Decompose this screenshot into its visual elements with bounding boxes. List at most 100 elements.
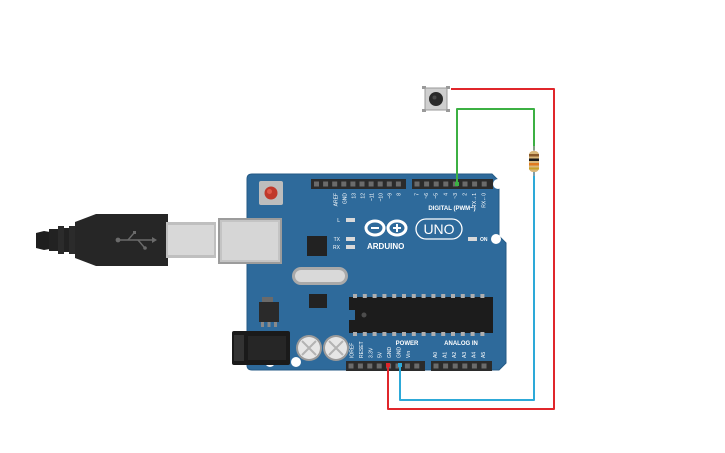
header-pin[interactable] [348, 363, 354, 369]
header-pin[interactable] [395, 181, 401, 187]
header-pin[interactable] [377, 181, 383, 187]
chip-leg [392, 332, 397, 336]
chip-leg [392, 294, 397, 298]
atmega-chip [349, 294, 493, 336]
pin-label: ~11 [370, 193, 376, 201]
header-pin[interactable] [404, 363, 410, 369]
digital-header-label: DIGITAL (PWM~) [428, 206, 475, 212]
header-pin[interactable] [462, 363, 468, 369]
pin-label: 8 [397, 193, 403, 196]
led-l-label: L [337, 218, 340, 224]
reset-button[interactable] [259, 181, 283, 205]
chip-leg [402, 332, 406, 336]
header-pin[interactable] [414, 181, 420, 187]
pin-label: 4 [443, 193, 449, 196]
pin-label: GND [343, 193, 349, 205]
header-pin[interactable] [462, 181, 468, 187]
chip-leg [362, 332, 367, 336]
header-pin[interactable] [433, 363, 439, 369]
capacitor [323, 335, 349, 361]
pin-label: A1 [443, 352, 449, 358]
chip-leg [372, 294, 377, 298]
uno-badge: UNO [415, 218, 463, 240]
pin-label: A5 [481, 352, 487, 358]
pin-label: A0 [433, 352, 439, 358]
pin-label: 12 [361, 193, 367, 199]
wire-endpoint [398, 363, 402, 367]
header-pin[interactable] [472, 181, 478, 187]
pin-label: 2 [463, 193, 469, 196]
header-pin[interactable] [433, 181, 439, 187]
wire-button-to-pin2[interactable] [456, 108, 535, 184]
header-pin[interactable] [481, 363, 487, 369]
pin-label: 3.3V [368, 347, 374, 358]
pin-label: RESET [359, 341, 365, 358]
chip-leg [353, 294, 357, 298]
pin-label: IOREF [350, 343, 356, 358]
header-pin[interactable] [386, 181, 392, 187]
header-pin[interactable] [314, 181, 319, 187]
pin-label: TX→1 [472, 193, 478, 207]
wire-5v-to-button[interactable] [387, 88, 555, 410]
mounting-hole [493, 179, 503, 189]
pin-label: RX←0 [482, 193, 488, 208]
chip-leg [470, 332, 475, 336]
digital-header-left [311, 179, 406, 189]
chip-leg [441, 294, 446, 298]
capacitor [296, 335, 322, 361]
header-pin[interactable] [357, 363, 363, 369]
pin-label: ~6 [424, 193, 430, 199]
voltage-regulator [259, 297, 279, 327]
pin-label: AREF [334, 193, 340, 206]
header-pin[interactable] [359, 181, 365, 187]
header-pin[interactable] [443, 363, 449, 369]
chip-leg [402, 294, 406, 298]
chip-leg [431, 294, 436, 298]
pin-label: A3 [462, 352, 468, 358]
header-pin[interactable] [481, 181, 487, 187]
usb-symbol-icon [115, 231, 157, 250]
resistor[interactable] [529, 146, 539, 176]
chip-leg [451, 294, 455, 298]
chip-leg [480, 332, 485, 336]
power-header-label: POWER [396, 341, 419, 347]
pin-label: GND [397, 347, 403, 359]
led-tx-label: TX [334, 237, 341, 243]
analog-header [431, 361, 492, 371]
pin-label: A4 [471, 352, 477, 358]
header-pin[interactable] [367, 363, 373, 369]
header-pin[interactable] [341, 181, 347, 187]
header-pin[interactable] [414, 363, 420, 369]
wire-gnd-to-resistor[interactable] [399, 172, 535, 401]
header-pin[interactable] [323, 181, 329, 187]
header-pin[interactable] [332, 181, 338, 187]
pin-label: A2 [452, 352, 458, 358]
header-pin[interactable] [471, 363, 477, 369]
pin-label: ~10 [379, 193, 385, 202]
arduino-uno-board[interactable]: L TX RX ON ARDUINO UNO [218, 173, 507, 371]
wire-endpoint [386, 363, 390, 367]
pin-label: GND [387, 347, 393, 359]
chip-leg [411, 294, 416, 298]
header-pin[interactable] [350, 181, 356, 187]
header-pin[interactable] [452, 363, 458, 369]
pushbutton[interactable] [422, 86, 450, 112]
chip-leg [353, 332, 357, 336]
header-pin[interactable] [376, 363, 382, 369]
chip-leg [460, 332, 465, 336]
mounting-hole [291, 357, 301, 367]
chip-leg [382, 294, 387, 298]
power-header [346, 361, 425, 371]
header-pin[interactable] [424, 181, 430, 187]
chip-leg [372, 332, 377, 336]
power-jack [232, 331, 290, 365]
pin-label: ~5 [434, 193, 440, 199]
header-pin[interactable] [368, 181, 374, 187]
led-l-indicator [346, 218, 355, 222]
arduino-infinity-logo-icon [364, 219, 408, 237]
pin-label: ~9 [388, 193, 394, 199]
usb-cable[interactable] [36, 214, 216, 266]
header-pin[interactable] [443, 181, 449, 187]
on-label: ON [480, 237, 488, 243]
